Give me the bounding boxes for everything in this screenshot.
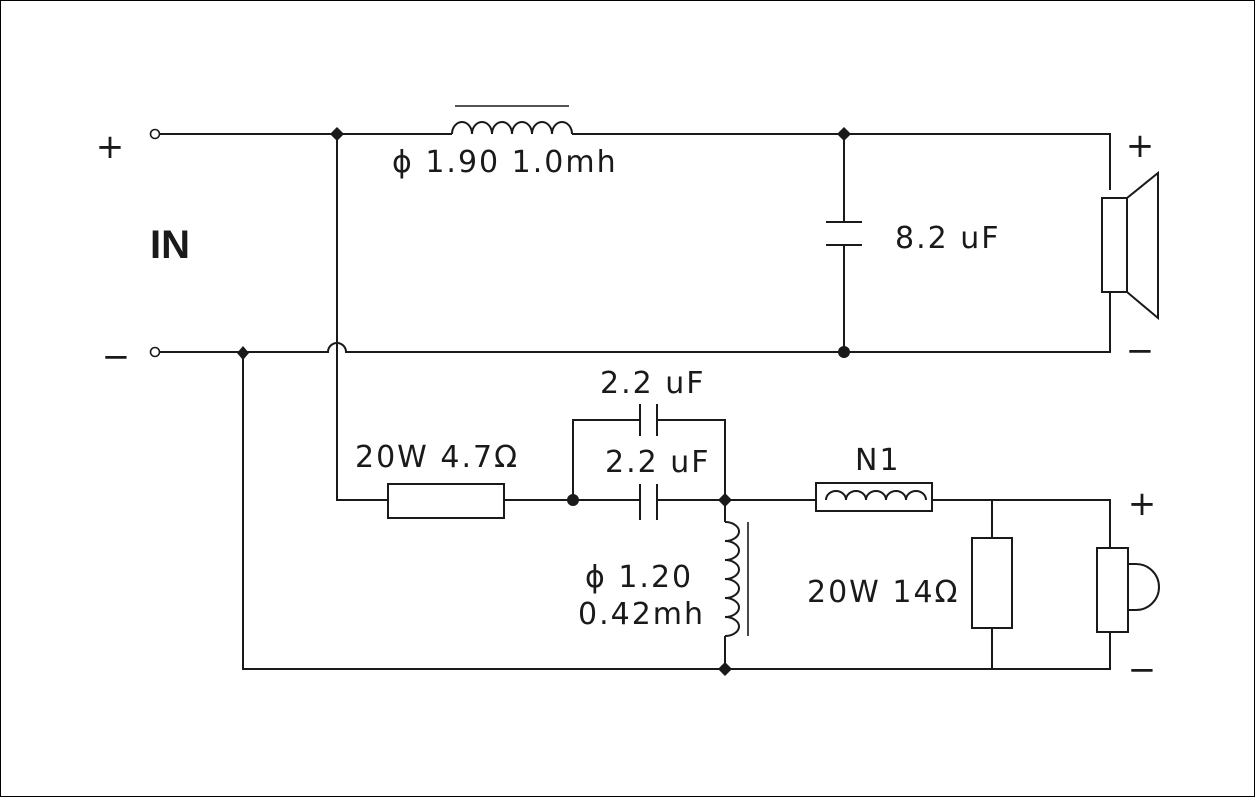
tweeter-minus-sign: − xyxy=(1128,650,1157,690)
woofer-inductor xyxy=(428,105,600,135)
junction-dot xyxy=(718,662,732,676)
cap-top-left-wire xyxy=(572,419,640,500)
junction-dots xyxy=(237,127,851,676)
woofer-speaker-icon xyxy=(1101,170,1159,321)
tweeter-positive-wire xyxy=(932,499,1111,548)
capacitor-top xyxy=(639,404,658,436)
input-minus-sign: − xyxy=(102,337,131,377)
woofer-plus-sign: + xyxy=(1126,126,1155,166)
woofer-minus-sign: − xyxy=(1126,331,1155,371)
tweeter-ground-wire xyxy=(242,354,1111,670)
junction-dot xyxy=(718,493,732,507)
woofer-inductor-label: ϕ 1.90 1.0mh xyxy=(392,145,618,180)
junction-dot xyxy=(837,127,851,141)
input-minus-terminal[interactable] xyxy=(149,346,161,358)
junction-dot xyxy=(330,127,344,141)
shunt-inductor-value-label: 0.42mh xyxy=(578,597,705,632)
shunt-resistor-label: 20W 14Ω xyxy=(807,575,959,610)
series-resistor xyxy=(387,483,505,519)
capacitor-bottom-label: 2.2 uF xyxy=(605,445,711,480)
negative-rail xyxy=(160,292,1111,353)
input-plus-terminal[interactable] xyxy=(149,128,161,140)
junction-dot xyxy=(237,346,249,360)
input-plus-sign: + xyxy=(96,127,125,167)
shunt-resistor xyxy=(971,537,1013,629)
capacitor-bottom xyxy=(639,484,658,520)
n1-label: N1 xyxy=(855,443,901,478)
shunt-inductor-wire-label: ϕ 1.20 xyxy=(585,560,693,595)
n1-inductor xyxy=(815,482,933,512)
series-resistor-label: 20W 4.7Ω xyxy=(355,440,519,475)
tweeter-feed-wire xyxy=(336,134,388,501)
capacitor-top-label: 2.2 uF xyxy=(600,366,706,401)
junction-dot xyxy=(567,494,579,506)
cap-top-right-wire xyxy=(657,419,726,500)
input-label: IN xyxy=(150,223,190,267)
woofer-capacitor-label: 8.2 uF xyxy=(895,221,1001,256)
woofer-capacitor xyxy=(826,134,862,352)
junction-dot xyxy=(838,346,850,358)
tweeter-speaker-icon xyxy=(1096,547,1160,633)
tweeter-plus-sign: + xyxy=(1128,484,1157,524)
shunt-inductor xyxy=(724,500,749,669)
positive-rail-right xyxy=(600,133,1111,190)
